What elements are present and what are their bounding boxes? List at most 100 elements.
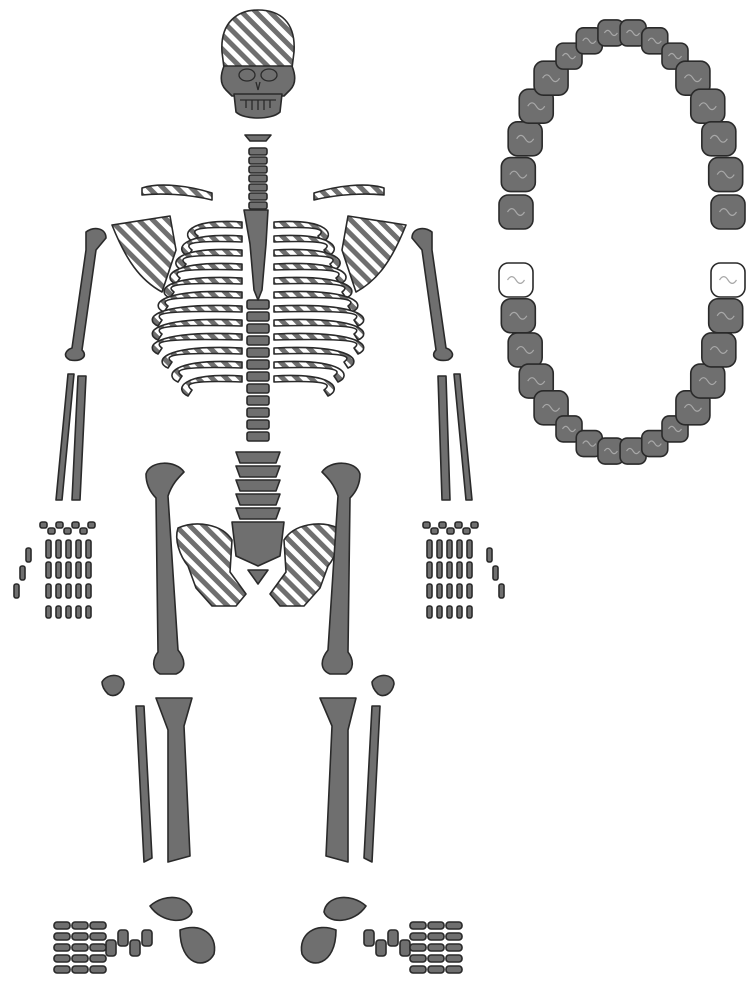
phalanx [56,562,61,578]
thoracic-vertebra [247,384,269,393]
left-hand [14,522,95,618]
thumb-phalanx [499,584,504,598]
phalanx [46,562,51,578]
sacrum [232,522,284,566]
phalanx [76,562,81,578]
thoracic-vertebra [247,300,269,309]
lumbar-vertebra [236,494,280,505]
cervical-vertebra [249,175,267,182]
carpal [431,528,438,534]
phalanx [457,584,462,598]
thumb-phalanx [487,548,492,562]
lumbar-vertebra [236,452,280,463]
phalanx [86,540,91,558]
metatarsal-phalanx [72,955,88,962]
skull [221,10,295,141]
thoracic-vertebra [247,348,269,357]
thumb-phalanx [14,584,19,598]
carpal [439,522,446,528]
thoracic-vertebra [247,372,269,381]
phalanx [66,606,71,618]
phalanx [56,584,61,598]
metatarsal-phalanx [428,955,444,962]
metatarsal-phalanx [90,966,106,973]
metatarsal-phalanx [90,955,106,962]
phalanx [56,540,61,558]
thoracic-vertebra [247,324,269,333]
metatarsal-phalanx [72,944,88,951]
right-ulna [454,374,472,500]
tarsal [376,940,386,956]
mandibular-dental-arch [499,263,745,464]
thoracic-vertebra [247,408,269,417]
phalanx [457,606,462,618]
phalanx [46,584,51,598]
carpal [56,522,63,528]
cervical-vertebra [249,157,267,164]
left-radius [72,376,86,500]
metatarsal-phalanx [90,933,106,940]
phalanx [66,562,71,578]
carpal [455,522,462,528]
left-ulna [56,374,74,500]
carpal [80,528,87,534]
right-patella [372,675,394,695]
metatarsal-phalanx [428,933,444,940]
tarsal [400,940,410,956]
phalanx [427,584,432,598]
metatarsal-phalanx [54,922,70,929]
phalanx [437,584,442,598]
metatarsal-phalanx [90,944,106,951]
left-patella [102,675,124,695]
right-clavicle [314,185,384,200]
thumb-phalanx [493,566,498,580]
metatarsal-phalanx [54,944,70,951]
face [221,66,295,96]
thumb-phalanx [20,566,25,580]
thoracic-vertebra [247,312,269,321]
right-radius [438,376,450,500]
metatarsal-phalanx [54,966,70,973]
phalanx [66,540,71,558]
metatarsal-phalanx [410,955,426,962]
phalanx [427,562,432,578]
metatarsal-phalanx [446,966,462,973]
left-femur [146,463,184,674]
phalanx [447,540,452,558]
tarsal [142,930,152,946]
phalanx [76,540,81,558]
thoracic-vertebra [247,360,269,369]
cervical-vertebra [249,166,267,173]
thoracic-vertebra [247,420,269,429]
phalanx [56,606,61,618]
carpal [64,528,71,534]
phalanx [467,540,472,558]
phalanx [467,562,472,578]
metatarsal-phalanx [428,944,444,951]
tarsal [106,940,116,956]
hyoid [245,135,271,141]
left-scapula [112,216,176,292]
left-foot [54,897,215,973]
phalanx [66,584,71,598]
phalanx [457,540,462,558]
talus [150,897,192,920]
maxillary-dental-arch [499,20,745,229]
calcaneus [180,927,215,962]
sternum [244,210,268,300]
thoracic-vertebra [247,396,269,405]
tarsal [130,940,140,956]
metatarsal-phalanx [410,966,426,973]
carpal [88,522,95,528]
phalanx [447,584,452,598]
cranium [222,10,294,68]
right-hand [423,522,504,618]
thoracic-vertebra [247,336,269,345]
phalanx [437,606,442,618]
lumbar-vertebra [236,480,280,491]
tarsal [388,930,398,946]
phalanx [76,584,81,598]
lumbar-vertebra [236,508,280,519]
phalanx [46,606,51,618]
